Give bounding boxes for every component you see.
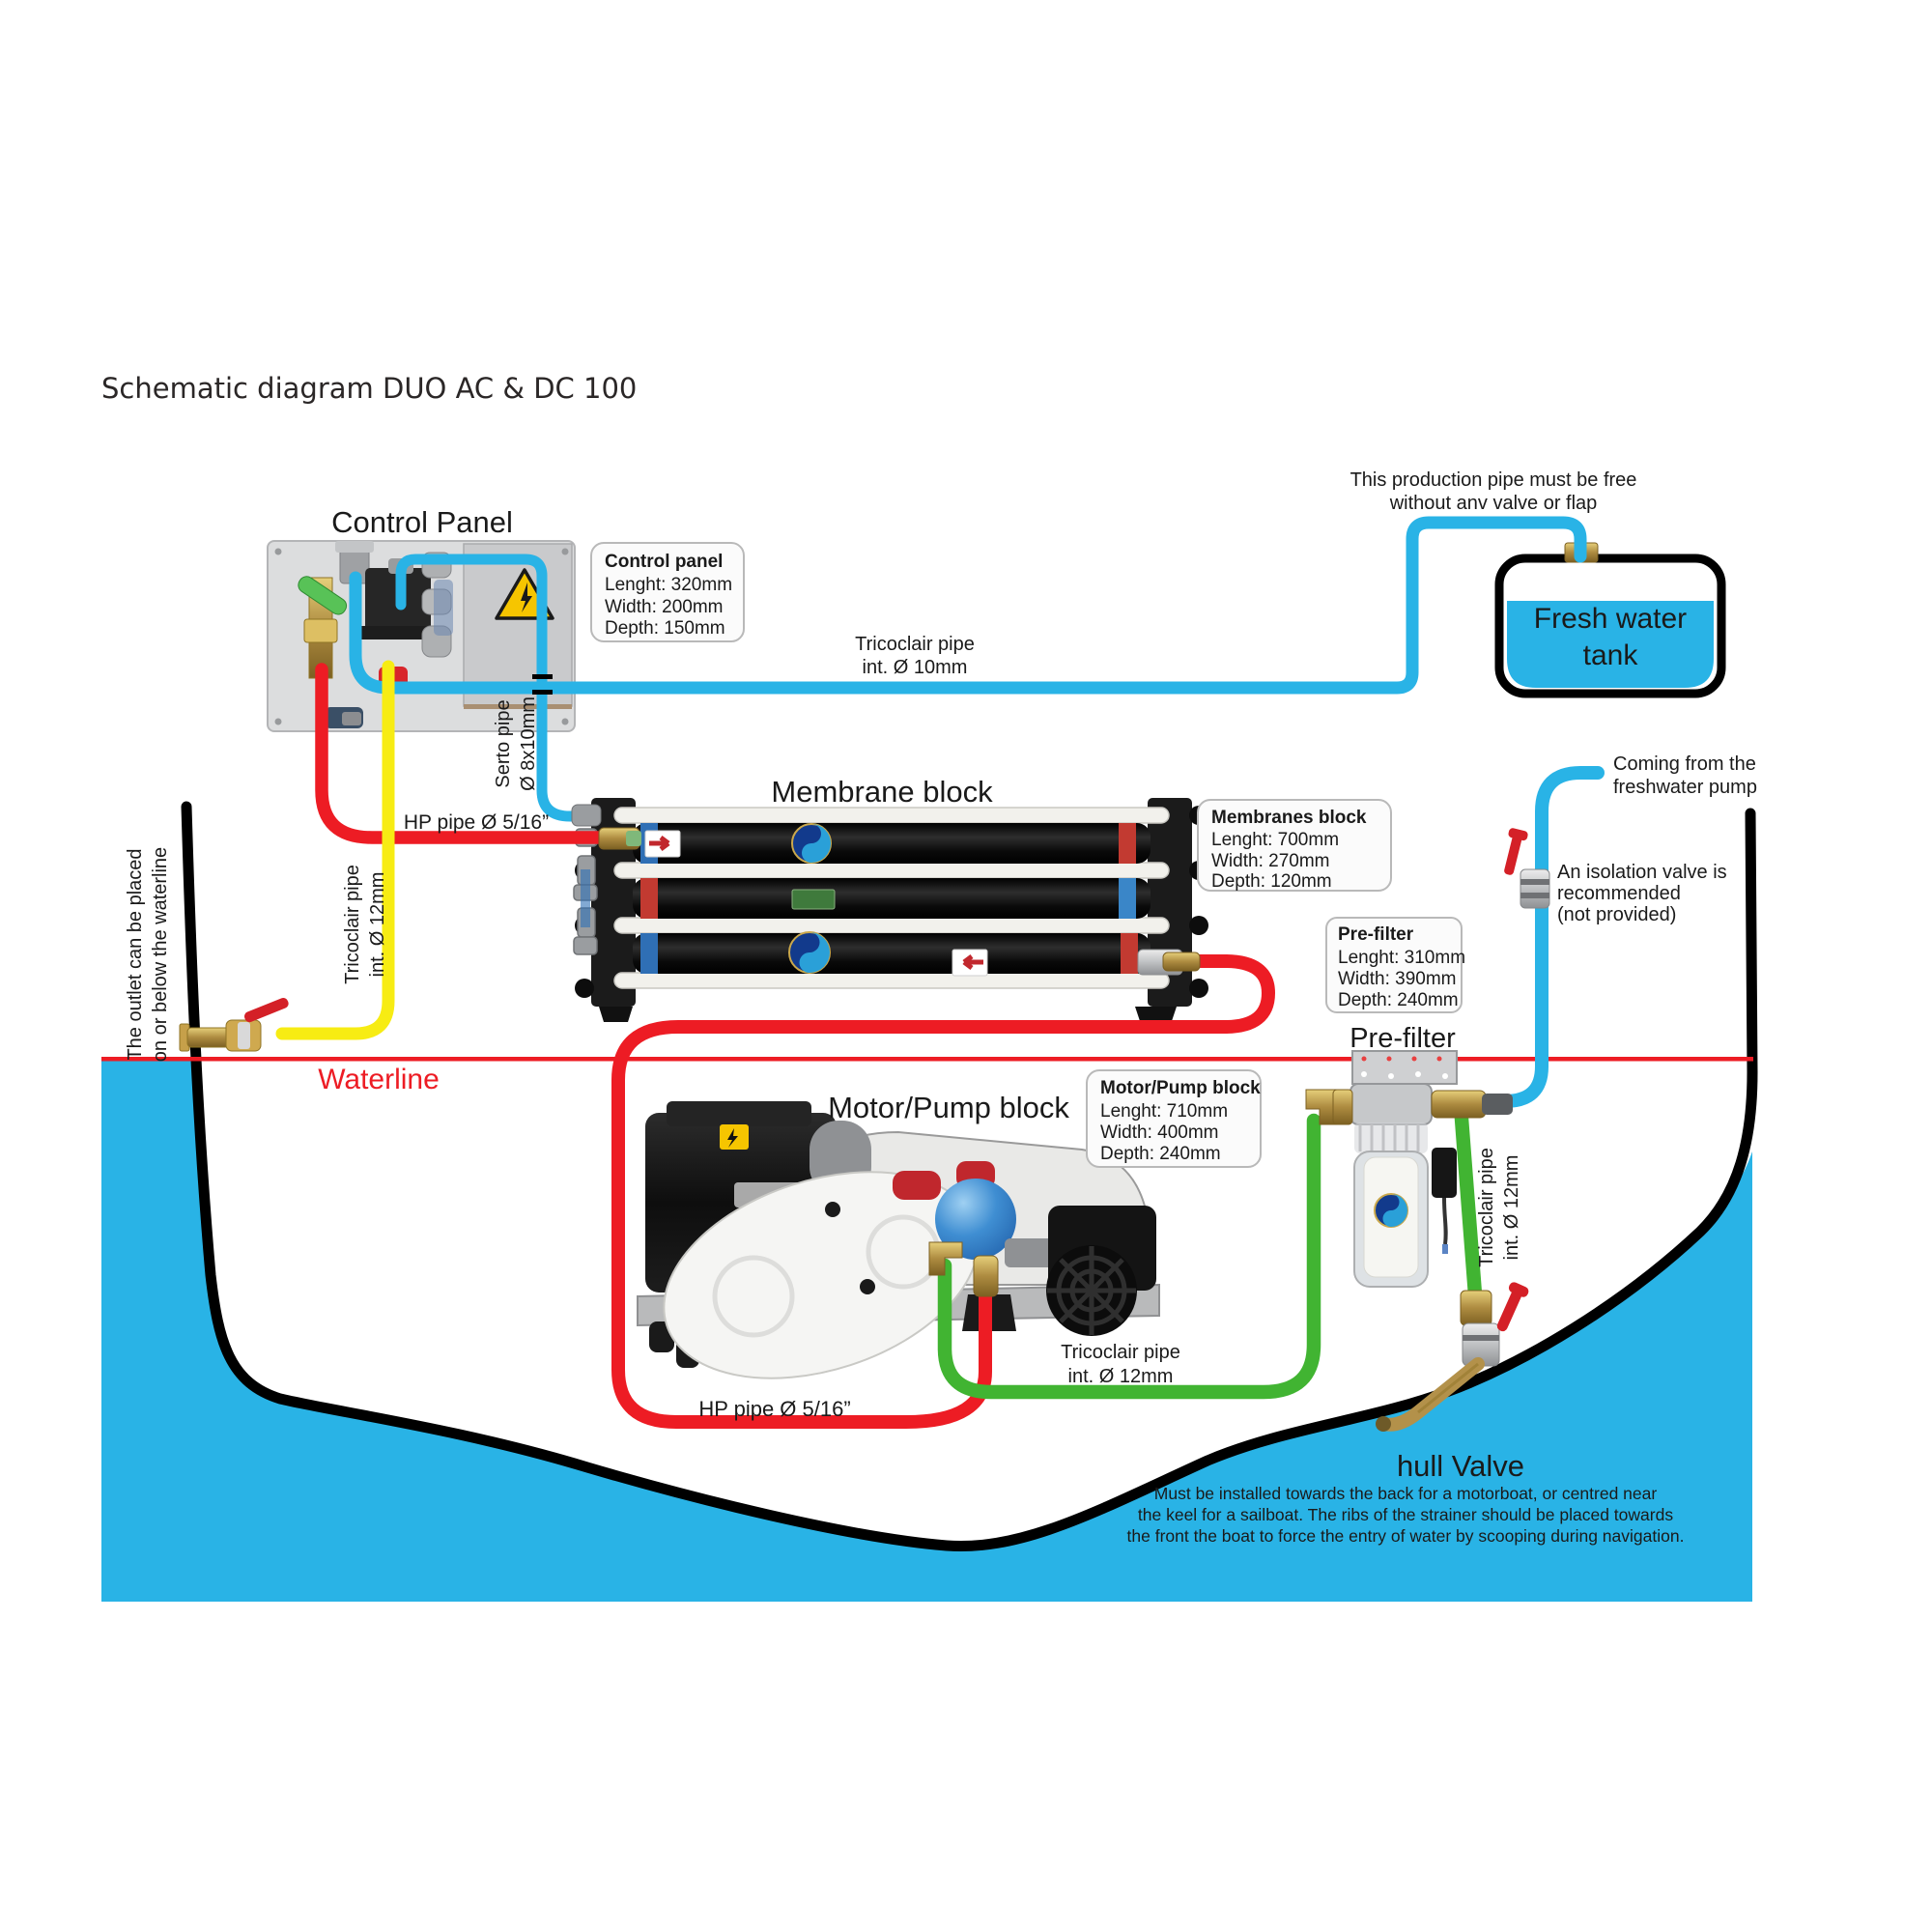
serto-label-line2: Ø 8x10mm — [518, 696, 539, 791]
box-depth: Depth: 120mm — [1211, 871, 1332, 892]
coming-note-line2: freshwater pump — [1613, 777, 1757, 798]
hull-valve-assembly — [1376, 1282, 1529, 1432]
info-box-motor-pump: Motor/Pump block Lenght: 710mm Width: 40… — [1086, 1069, 1262, 1168]
hull-valve-note-line2: the keel for a sailboat. The ribs of the… — [1138, 1505, 1673, 1524]
hp-pipe-top-label: HP pipe Ø 5/16” — [404, 811, 549, 834]
tricoclair12-prefilter-label: Tricoclair pipe int. Ø 12mm — [1476, 1148, 1522, 1267]
fittings — [179, 804, 1550, 1432]
pre-filter-unit — [1350, 1050, 1458, 1288]
tricoclair12-left-label: Tricoclair pipe int. Ø 12mm — [342, 865, 388, 984]
tricoclair12-motor-line1: Tricoclair pipe — [1061, 1342, 1180, 1363]
box-depth: Depth: 150mm — [605, 618, 725, 639]
box-depth: Depth: 240mm — [1100, 1144, 1221, 1164]
waterline — [101, 1057, 1753, 1062]
tank-label-line1: Fresh water — [1534, 603, 1687, 635]
outlet-note: The outlet can be placed on or below the… — [125, 847, 171, 1062]
flow-arrow-decal — [644, 830, 681, 858]
outlet-valve — [179, 997, 289, 1052]
isolation-note-line3: (not provided) — [1557, 904, 1676, 925]
box-length: Lenght: 310mm — [1338, 948, 1465, 968]
info-box-control-panel: Control panel Lenght: 320mm Width: 200mm… — [590, 542, 745, 642]
box-width: Width: 200mm — [605, 597, 723, 617]
pre-filter-label: Pre-filter — [1350, 1023, 1456, 1054]
isolation-note-line2: recommended — [1557, 883, 1681, 904]
production-pipe — [349, 516, 1587, 695]
hp-pipe-top — [315, 663, 608, 844]
hull-valve-note-line3: the front the boat to force the entry of… — [1127, 1526, 1685, 1546]
control-panel-label: Control Panel — [331, 505, 513, 539]
membrane-block-label: Membrane block — [771, 775, 993, 809]
box-width: Width: 400mm — [1100, 1122, 1218, 1143]
box-length: Lenght: 710mm — [1100, 1101, 1228, 1122]
box-title: Pre-filter — [1338, 924, 1414, 945]
isolation-note-line1: An isolation valve is — [1557, 862, 1727, 883]
motor-pump-label: Motor/Pump block — [828, 1091, 1069, 1124]
tricoclair12-prefilter-line2: int. Ø 12mm — [1501, 1155, 1522, 1261]
motor-pump-block — [637, 1101, 1160, 1379]
box-title: Motor/Pump block — [1100, 1078, 1261, 1098]
tricoclair10-label-line1: Tricoclair pipe — [855, 634, 975, 655]
box-width: Width: 270mm — [1211, 851, 1329, 871]
tricoclair10-label-line2: int. Ø 10mm — [863, 657, 968, 678]
hp-pipe-bottom-label: HP pipe Ø 5/16” — [698, 1397, 850, 1421]
green-handle — [298, 576, 348, 615]
tricoclair12-left-line1: Tricoclair pipe — [342, 865, 363, 984]
hp-pipe-loop — [611, 954, 1276, 1429]
hull-valve-label: hull Valve — [1397, 1449, 1524, 1483]
outlet-note-line1: The outlet can be placed — [125, 848, 146, 1060]
tank-label-line2: tank — [1583, 639, 1639, 671]
pipes — [275, 516, 1605, 1429]
box-length: Lenght: 700mm — [1211, 830, 1339, 850]
box-width: Width: 390mm — [1338, 969, 1456, 989]
production-note-line2: without anv valve or flap — [1389, 493, 1598, 514]
production-note-line1: This production pipe must be free — [1350, 469, 1637, 491]
box-length: Lenght: 320mm — [605, 575, 732, 595]
info-box-membranes: Membranes block Lenght: 700mm Width: 270… — [1197, 799, 1392, 892]
flow-arrow-decal — [952, 949, 988, 977]
info-box-pre-filter: Pre-filter Lenght: 310mm Width: 390mm De… — [1325, 917, 1465, 1013]
tricoclair12-prefilter-line1: Tricoclair pipe — [1476, 1148, 1497, 1267]
box-depth: Depth: 240mm — [1338, 990, 1459, 1010]
fresh-water-tank — [1494, 542, 1726, 698]
outlet-pipe — [275, 660, 395, 1040]
isolation-valve — [1504, 828, 1550, 909]
membrane-block — [573, 798, 1208, 1024]
hull-valve-note-line1: Must be installed towards the back for a… — [1154, 1484, 1658, 1503]
serto-pipe — [395, 554, 593, 822]
box-title: Control panel — [605, 552, 723, 572]
tricoclair12-motor-line2: int. Ø 12mm — [1068, 1366, 1174, 1387]
coming-note-line1: Coming from the — [1613, 753, 1756, 775]
serto-label: Serto pipe Ø 8x10mm — [493, 696, 539, 791]
serto-label-line1: Serto pipe — [493, 699, 514, 787]
waterline-label: Waterline — [318, 1064, 440, 1095]
intake-pipe — [1454, 1111, 1483, 1302]
boat-hull-line — [181, 801, 1758, 1552]
box-title: Membranes block — [1211, 808, 1367, 828]
freshwater-pipe — [1483, 766, 1605, 1108]
tricoclair12-left-line2: int. Ø 12mm — [367, 872, 388, 978]
suction-pipe — [937, 1113, 1321, 1400]
page-title: Schematic diagram DUO AC & DC 100 — [101, 372, 637, 405]
outlet-note-line2: on or below the waterline — [150, 847, 171, 1062]
sea-water — [101, 1060, 1752, 1602]
